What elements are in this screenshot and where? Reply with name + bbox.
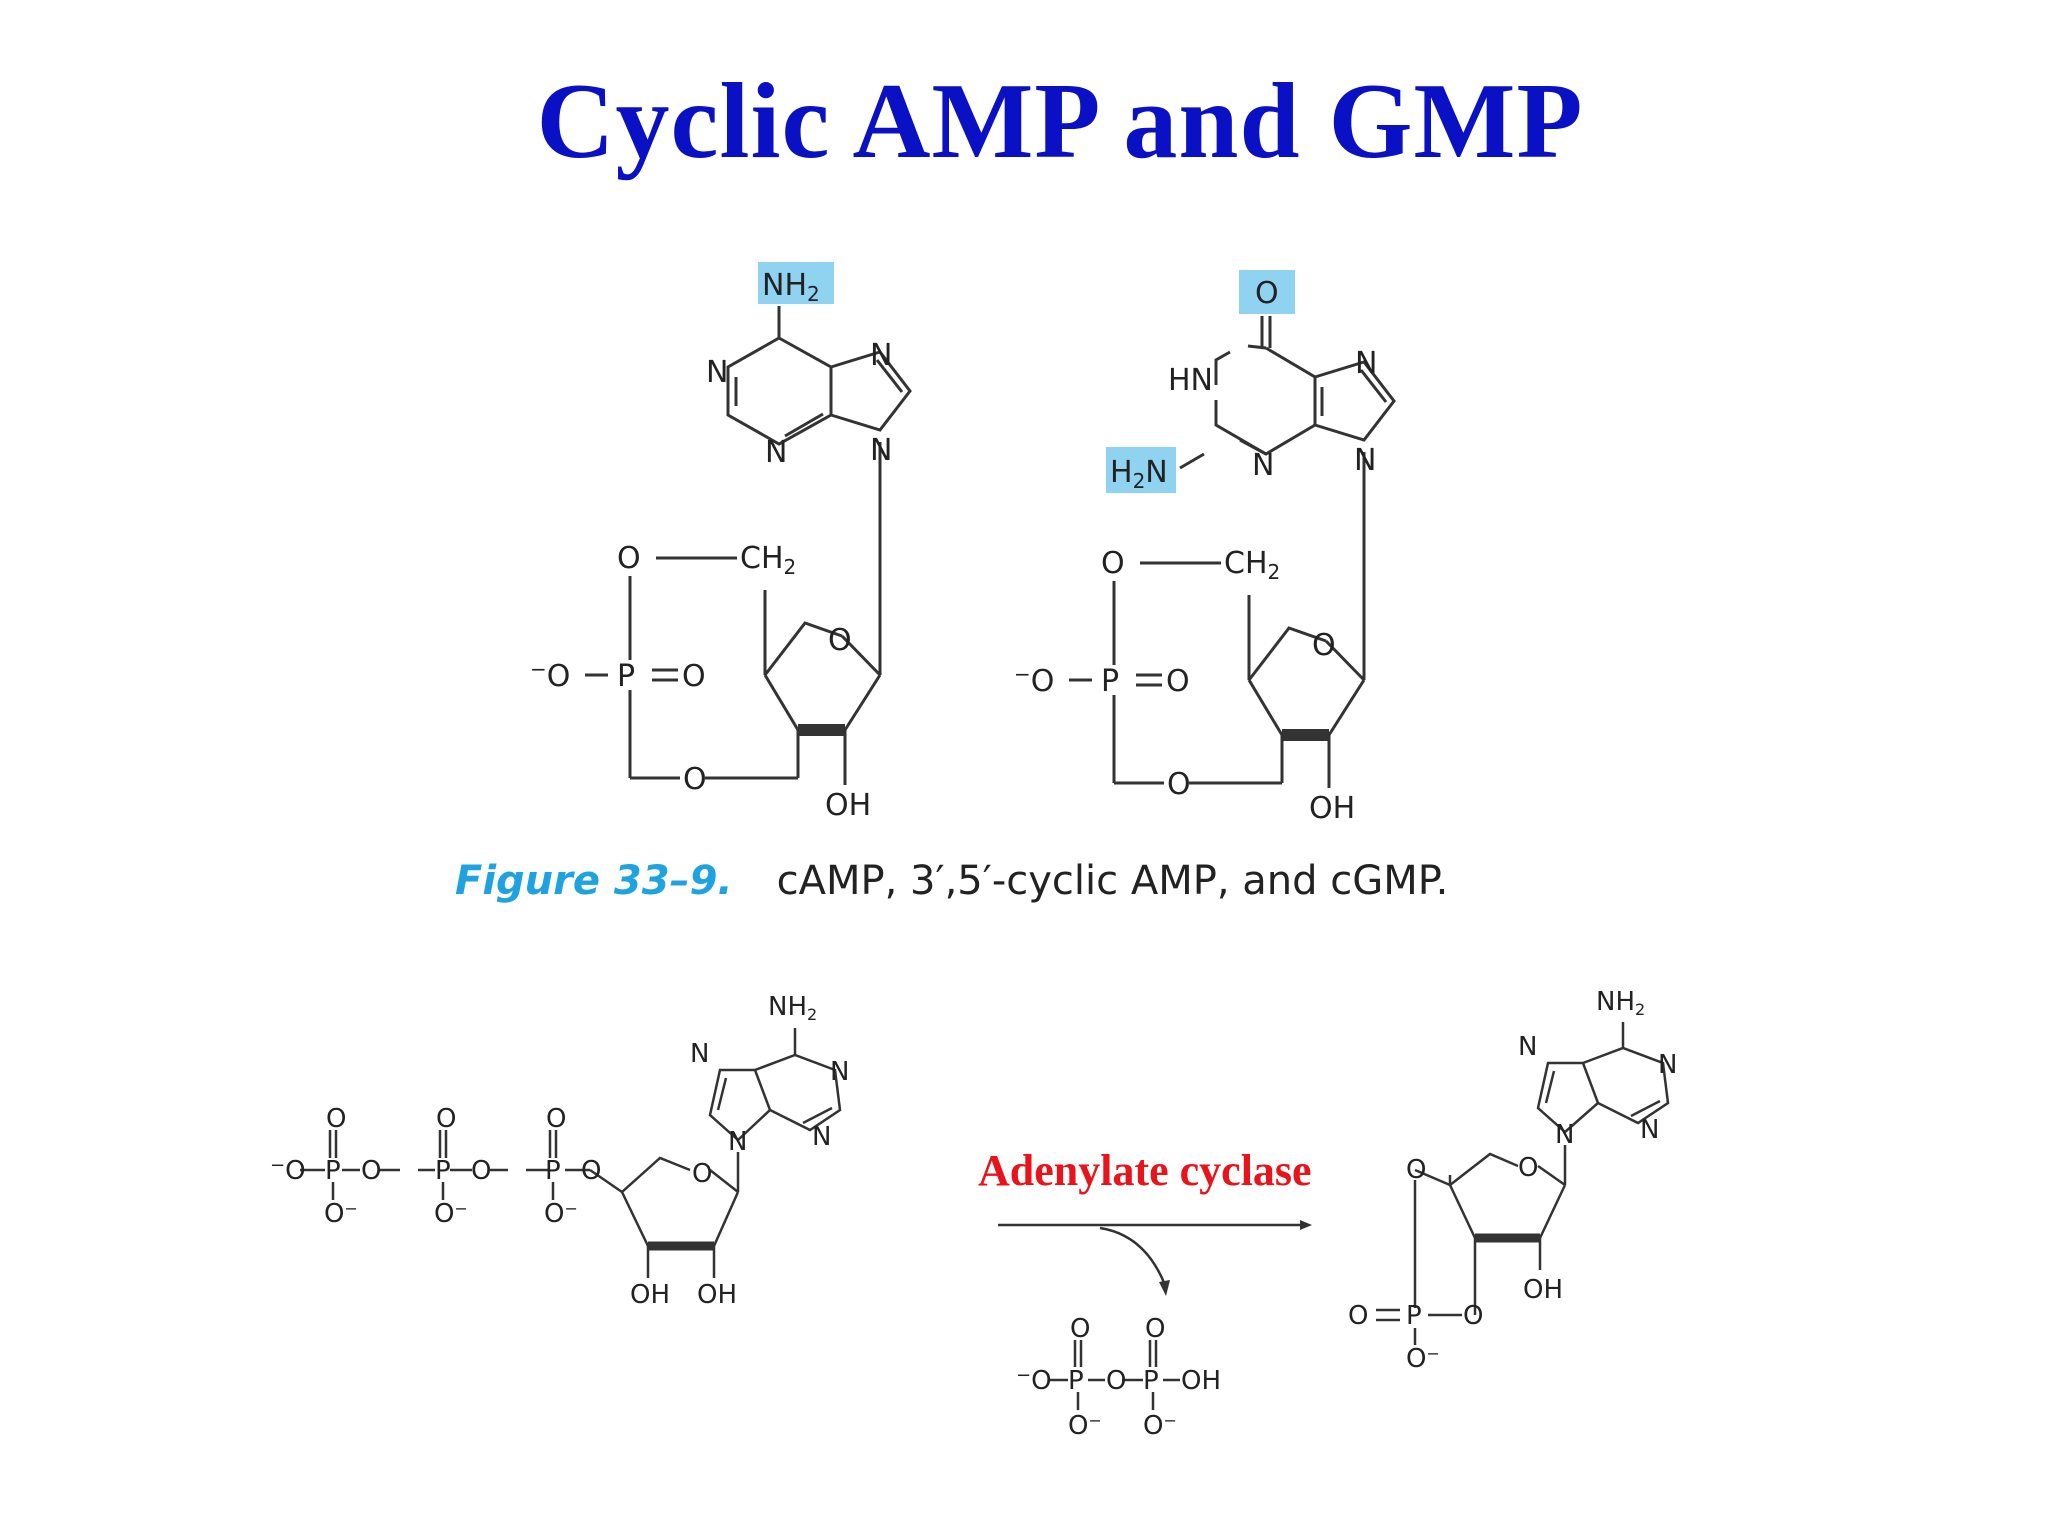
svg-text:O: O (1255, 276, 1279, 311)
svg-text:CH2: CH2 (740, 541, 796, 579)
svg-text:N: N (1518, 1032, 1537, 1062)
pyrophosphate-labels: O O −O P O P OH O− O− (1016, 1314, 1221, 1441)
svg-text:O−: O− (1406, 1344, 1440, 1374)
pyrophosphate-structure (1050, 1340, 1180, 1410)
svg-text:P: P (1406, 1301, 1422, 1331)
svg-text:P: P (545, 1156, 561, 1186)
svg-text:N: N (1354, 443, 1376, 478)
svg-text:N: N (870, 433, 892, 468)
svg-text:OH: OH (1309, 791, 1355, 826)
svg-text:CH2: CH2 (1224, 546, 1280, 584)
svg-text:O−: O− (434, 1199, 468, 1229)
svg-text:O: O (1145, 1314, 1165, 1344)
svg-text:O: O (1518, 1153, 1538, 1183)
camp-structure (585, 262, 912, 785)
svg-text:−O: −O (1014, 662, 1054, 699)
svg-text:N: N (706, 355, 728, 390)
svg-text:OH: OH (1523, 1275, 1563, 1305)
svg-text:H2N: H2N (1110, 455, 1168, 493)
svg-text:O: O (617, 541, 641, 576)
svg-text:N: N (812, 1122, 831, 1152)
svg-text:P: P (1101, 664, 1119, 699)
svg-text:O: O (546, 1104, 566, 1134)
cgmp-labels: O HN N H2N N N O CH2 O −O P O O OH (1014, 276, 1377, 826)
svg-text:N: N (830, 1057, 849, 1087)
svg-text:N: N (1640, 1115, 1659, 1145)
figure-label: Figure 33–9. (455, 858, 733, 904)
svg-text:−O: −O (530, 657, 570, 694)
svg-text:O: O (361, 1156, 381, 1186)
svg-text:O: O (581, 1156, 601, 1186)
svg-text:O: O (1167, 767, 1191, 802)
svg-text:O−: O− (324, 1199, 358, 1229)
svg-text:O−: O− (1068, 1411, 1102, 1441)
svg-text:N: N (690, 1039, 709, 1069)
svg-text:O−: O− (1143, 1411, 1177, 1441)
svg-text:OH: OH (630, 1280, 670, 1310)
svg-text:P: P (325, 1156, 341, 1186)
slide-title: Cyclic AMP and GMP (536, 62, 1584, 181)
reaction-arrow (998, 1223, 1300, 1286)
svg-text:−O: −O (270, 1155, 306, 1186)
svg-text:O: O (683, 762, 707, 797)
svg-text:N: N (870, 338, 892, 373)
svg-text:O: O (1463, 1301, 1483, 1331)
svg-text:P: P (1068, 1366, 1084, 1396)
figure-caption-text: cAMP, 3′,5′-cyclic AMP, and cGMP. (776, 858, 1449, 904)
figure-caption: Figure 33–9. cAMP, 3′,5′-cyclic AMP, and … (455, 858, 1448, 904)
svg-text:N: N (765, 435, 787, 470)
svg-text:OH: OH (825, 788, 871, 823)
atp-structure (300, 1028, 842, 1278)
camp-labels: NH2 N N N N O CH2 O −O P O O OH (530, 268, 892, 823)
svg-text:O: O (1166, 664, 1190, 699)
structures-figure: NH2 N N N N O CH2 O −O P O O OH (530, 262, 1396, 826)
svg-text:OH: OH (1181, 1366, 1221, 1396)
svg-text:O: O (1106, 1366, 1126, 1396)
svg-text:O: O (471, 1156, 491, 1186)
svg-text:O: O (692, 1159, 712, 1189)
atp-labels: O O O −O P O P O P O O− O− O− O N N N N … (270, 992, 849, 1310)
svg-text:O: O (1101, 546, 1125, 581)
svg-text:N: N (1658, 1050, 1677, 1080)
svg-text:−O: −O (1016, 1365, 1052, 1396)
svg-text:N: N (1355, 346, 1377, 381)
svg-text:OH: OH (697, 1280, 737, 1310)
reaction-scheme: O O O −O P O P O P O O− O− O− O N N N N … (270, 987, 1677, 1441)
curved-arrow-head (1159, 1280, 1170, 1296)
cgmp-structure (1069, 270, 1396, 788)
svg-text:O: O (436, 1104, 456, 1134)
svg-text:O: O (1348, 1301, 1368, 1331)
arrow-head (1300, 1220, 1312, 1230)
svg-text:NH2: NH2 (768, 992, 817, 1024)
svg-text:O: O (828, 623, 852, 658)
camp-product-labels: O O O P O O− OH N N N N NH2 (1348, 987, 1677, 1374)
enzyme-label: Adenylate cyclase (978, 1146, 1312, 1195)
svg-text:NH2: NH2 (1596, 987, 1645, 1019)
svg-text:O: O (326, 1104, 346, 1134)
svg-text:O−: O− (544, 1199, 578, 1229)
camp-product-structure (1376, 1022, 1670, 1345)
svg-text:O: O (1406, 1155, 1426, 1185)
svg-text:N: N (728, 1127, 747, 1157)
svg-text:P: P (1143, 1366, 1159, 1396)
svg-text:O: O (1312, 628, 1336, 663)
svg-text:P: P (435, 1156, 451, 1186)
svg-text:N: N (1252, 448, 1274, 483)
svg-text:HN: HN (1168, 363, 1213, 398)
svg-text:O: O (1070, 1314, 1090, 1344)
svg-text:P: P (617, 659, 635, 694)
svg-text:N: N (1555, 1120, 1574, 1150)
svg-text:O: O (682, 659, 706, 694)
